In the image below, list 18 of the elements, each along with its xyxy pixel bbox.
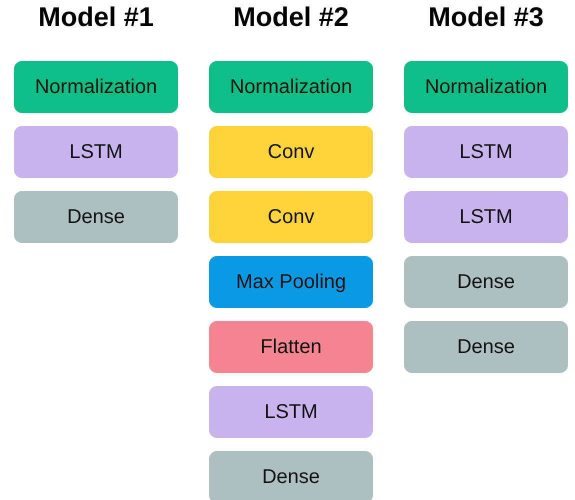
layer-box: LSTM	[209, 386, 373, 438]
layer-box: Conv	[209, 126, 373, 178]
layer-box: Dense	[209, 451, 373, 500]
column-heading: Model #3	[427, 2, 545, 33]
layer-box: Dense	[404, 321, 568, 373]
layer-box: Dense	[404, 256, 568, 308]
column-heading: Model #1	[37, 2, 155, 33]
layer-box: LSTM	[14, 126, 178, 178]
layer-box: Conv	[209, 191, 373, 243]
layer-box: Flatten	[209, 321, 373, 373]
layer-box: Max Pooling	[209, 256, 373, 308]
layer-box: Normalization	[404, 61, 568, 113]
layer-box: LSTM	[404, 191, 568, 243]
layer-box: Normalization	[209, 61, 373, 113]
layer-box: Normalization	[14, 61, 178, 113]
layer-box: Dense	[14, 191, 178, 243]
layer-box: LSTM	[404, 126, 568, 178]
column-heading: Model #2	[232, 2, 350, 33]
